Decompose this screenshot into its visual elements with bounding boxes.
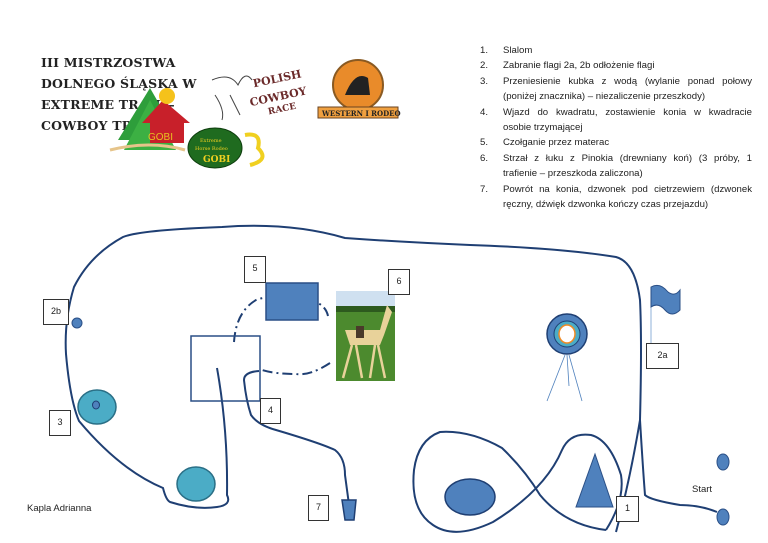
list-item: 6.Strzał z łuku z Pinokia (drewniany koń… [480, 152, 752, 180]
marker-5: 5 [244, 256, 266, 283]
marker-2b: 2b [43, 299, 69, 325]
list-item: 4.Wjazd do kwadratu, zostawienie konia w… [480, 106, 752, 134]
polska-liga-logo: WESTERN I RODEO [317, 59, 401, 119]
obstacle-list: 1.Slalom 2.Zabranie flagi 2a, 2b odłożen… [480, 43, 752, 212]
start-label: Start [692, 484, 713, 495]
extreme-horse-rodeo-logo: Extreme Horse Rodeo GOBI [187, 127, 265, 169]
archery-target [546, 313, 588, 402]
marker-4: 4 [260, 398, 281, 424]
marker-3: 3 [49, 410, 71, 436]
wooden-horse-photo [336, 291, 395, 381]
start-gate-bottom [716, 508, 730, 526]
svg-text:GOBI: GOBI [148, 132, 173, 143]
slalom-path [412, 430, 623, 533]
svg-text:Horse Rodeo: Horse Rodeo [195, 146, 228, 152]
mattress [265, 282, 319, 321]
route-to-bell [242, 370, 351, 513]
svg-text:WESTERN I RODEO: WESTERN I RODEO [321, 109, 401, 118]
list-item: 2.Zabranie flagi 2a, 2b odłożenie flagi [480, 60, 655, 72]
marker-2a: 2a [646, 343, 679, 369]
list-item: 3.Przeniesienie kubka z wodą (wylanie po… [480, 75, 752, 103]
svg-text:Extreme: Extreme [200, 138, 222, 144]
author-label: Kapla Adrianna [27, 503, 92, 514]
water-cup-marker [92, 400, 100, 410]
gobi-logo: GOBI [109, 88, 190, 152]
bell-cup-icon [341, 499, 357, 521]
marker-6: 6 [388, 269, 410, 295]
square-box [190, 335, 261, 402]
svg-text:GOBI: GOBI [203, 155, 230, 165]
slalom-circle [444, 478, 496, 516]
marker-7: 7 [308, 495, 329, 521]
flag-icon [650, 284, 681, 344]
water-cup-target [176, 466, 216, 502]
list-item: 7.Powrót na konia, dzwonek pod cietrzewi… [480, 183, 752, 211]
page-title: III Mistrzostwa Dolnego Śląska w Extreme… [41, 55, 197, 133]
route-path [64, 224, 718, 513]
slalom-cone [575, 452, 614, 508]
marker-1: 1 [616, 496, 639, 522]
list-item: 5.Czołganie przez materac [480, 137, 610, 149]
start-gate-top [716, 453, 730, 471]
list-item: 1.Slalom [480, 45, 533, 56]
flag-drop-dot [71, 317, 83, 329]
